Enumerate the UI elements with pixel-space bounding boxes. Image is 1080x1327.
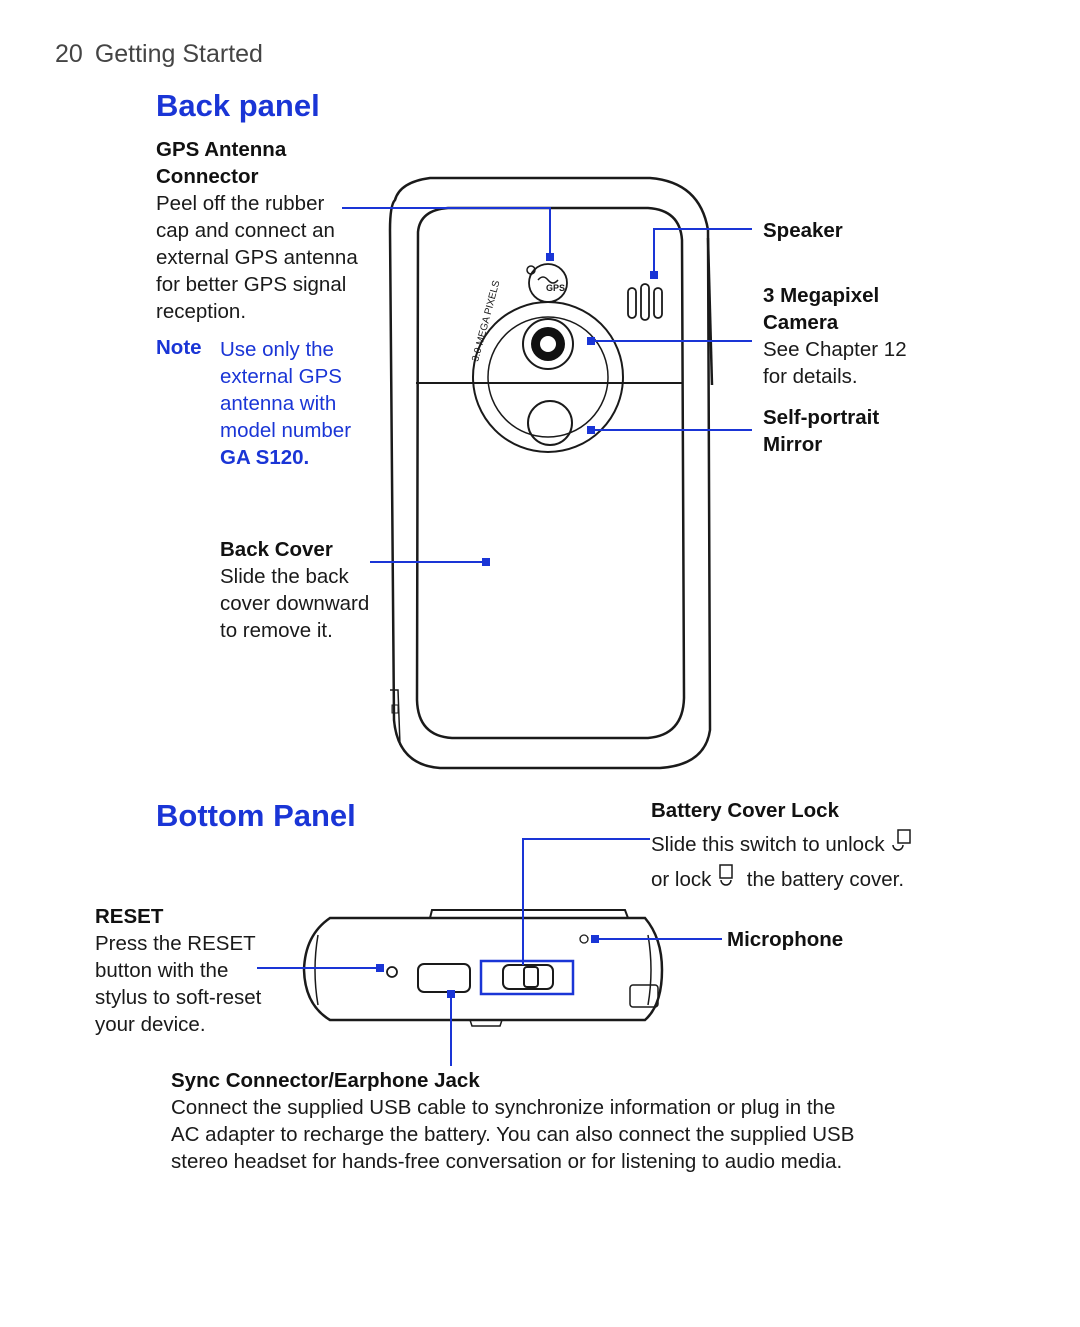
reset-desc-4: your device. xyxy=(95,1013,206,1036)
reset-callout: RESET Press the RESET button with the st… xyxy=(95,903,295,1038)
back-cover-label: Back Cover xyxy=(220,538,333,561)
camera-module: 3.0 MEGA PIXELS xyxy=(470,279,624,453)
sync-desc-1: Connect the supplied USB cable to synchr… xyxy=(171,1096,836,1119)
speaker-grille xyxy=(627,283,663,321)
note-label: Note xyxy=(156,336,202,359)
phone-back-illustration xyxy=(388,176,714,770)
reset-label: RESET xyxy=(95,905,164,928)
reset-desc-2: button with the xyxy=(95,959,229,982)
camera-callout: 3 Megapixel Camera See Chapter 12 for de… xyxy=(763,282,943,390)
gps-connector-desc-3: external GPS antenna xyxy=(156,246,358,269)
camera-label-2: Camera xyxy=(763,311,839,334)
gps-connector-desc-1: Peel off the rubber xyxy=(156,192,325,215)
note-line-3: antenna with xyxy=(220,392,337,415)
lock-icon xyxy=(719,864,733,886)
gps-connector-label-2: Connector xyxy=(156,165,259,188)
sync-label: Sync Connector/Earphone Jack xyxy=(171,1069,480,1092)
sync-desc-3: stereo headset for hands-free conversati… xyxy=(171,1150,843,1173)
back-cover-desc-1: Slide the back xyxy=(220,565,349,588)
battery-lock-callout: Battery Cover Lock Slide this switch to … xyxy=(651,797,941,893)
back-cover-callout: Back Cover Slide the back cover downward… xyxy=(220,536,395,644)
note-body: Use only the external GPS antenna with m… xyxy=(220,336,410,471)
gps-port-mark: GPS xyxy=(546,283,565,293)
back-cover-desc-2: cover downward xyxy=(220,592,370,615)
camera-desc-2: for details. xyxy=(763,365,858,388)
page-header: 20 Getting Started xyxy=(55,40,263,69)
mirror-callout: Self-portrait Mirror xyxy=(763,404,943,458)
camera-desc-1: See Chapter 12 xyxy=(763,338,907,361)
bottom-panel-title: Bottom Panel xyxy=(156,798,356,833)
reset-desc-3: stylus to soft-reset xyxy=(95,986,262,1009)
back-panel-title: Back panel xyxy=(156,88,320,123)
gps-connector-desc-2: cap and connect an xyxy=(156,219,335,242)
camera-label-1: 3 Megapixel xyxy=(763,284,880,307)
callout-lines xyxy=(257,207,752,1066)
callout-endpoints xyxy=(376,253,658,998)
gps-connector-label-1: GPS Antenna xyxy=(156,138,287,161)
battery-lock-line-1: Slide this switch to unlock xyxy=(651,829,941,858)
page-number: 20 xyxy=(55,40,83,68)
mirror-label-1: Self-portrait xyxy=(763,406,880,429)
section-title: Getting Started xyxy=(94,40,263,68)
note-line-4: model number xyxy=(220,419,352,442)
battery-lock-label: Battery Cover Lock xyxy=(651,799,839,822)
back-cover-desc-3: to remove it. xyxy=(220,619,333,642)
battery-lock-text-2b: the battery cover. xyxy=(746,868,905,891)
gps-connector-callout: GPS Antenna Connector Peel off the rubbe… xyxy=(156,136,381,325)
note-line-1: Use only the xyxy=(220,338,334,361)
sync-callout: Sync Connector/Earphone Jack Connect the… xyxy=(171,1067,931,1175)
speaker-label: Speaker xyxy=(763,219,843,242)
gps-connector-desc-4: for better GPS signal xyxy=(156,273,347,296)
unlock-icon xyxy=(892,829,912,851)
note-model-number: GA S120. xyxy=(220,446,310,469)
reset-desc-1: Press the RESET xyxy=(95,932,256,955)
battery-lock-text-1: Slide this switch to unlock xyxy=(651,833,885,856)
gps-port: GPS xyxy=(526,263,568,303)
microphone-label: Microphone xyxy=(727,928,844,951)
battery-lock-line-2: or lock the battery cover. xyxy=(651,864,941,893)
battery-lock-text-2a: or lock xyxy=(651,868,712,891)
mirror-label-2: Mirror xyxy=(763,433,823,456)
note-line-2: external GPS xyxy=(220,365,342,388)
phone-bottom-illustration xyxy=(302,909,664,1027)
gps-connector-desc-5: reception. xyxy=(156,300,247,323)
sync-desc-2: AC adapter to recharge the battery. You … xyxy=(171,1123,855,1146)
